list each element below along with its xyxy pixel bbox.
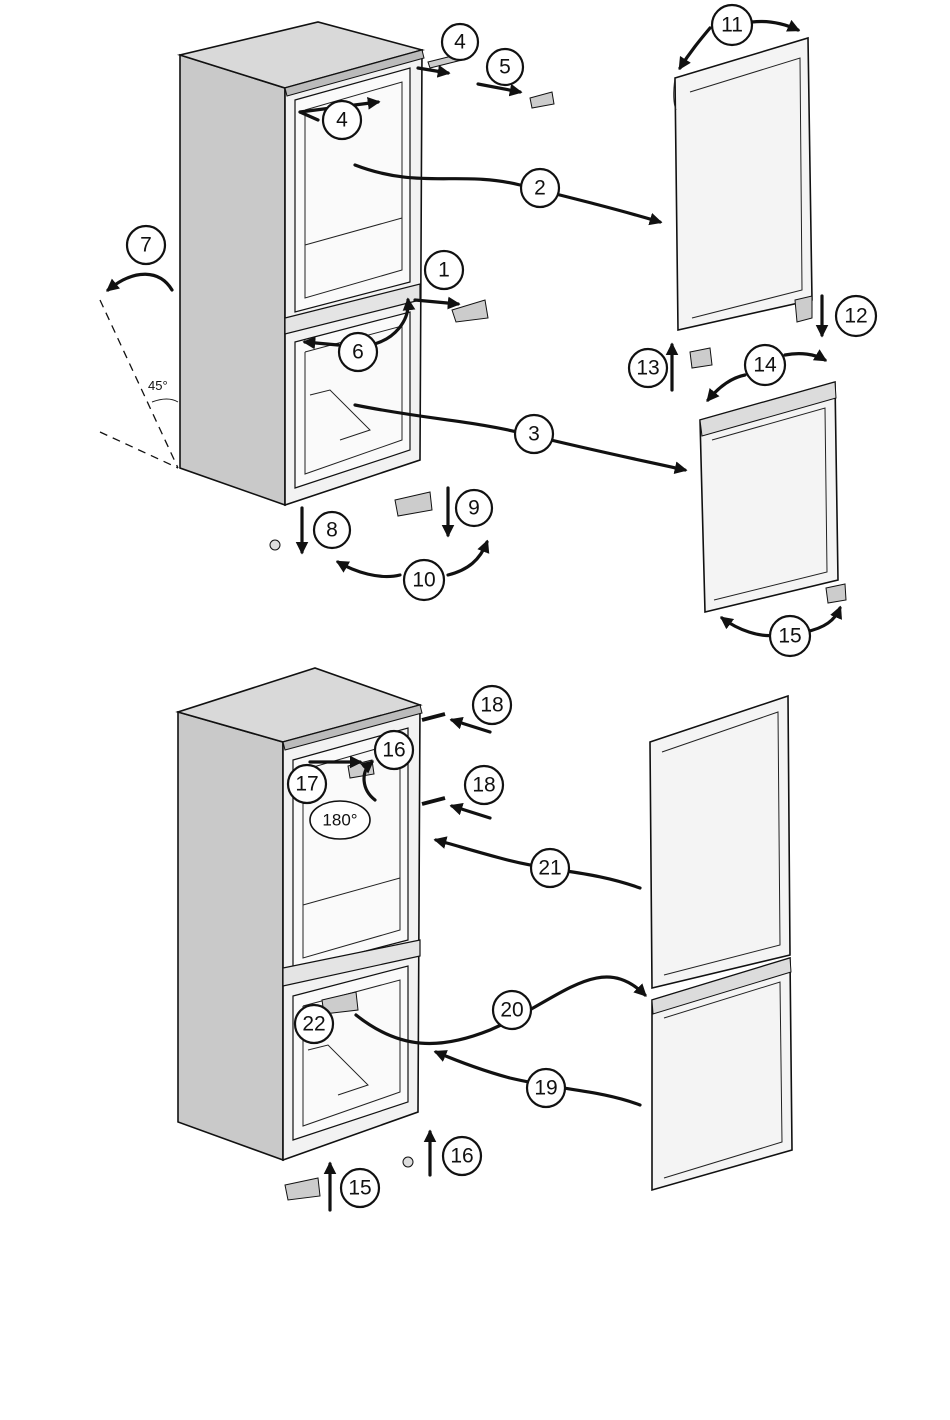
svg-text:1: 1 [438, 259, 450, 282]
callout-19: 19 [527, 1069, 565, 1107]
top-cabinet [180, 22, 424, 505]
svg-text:21: 21 [538, 857, 561, 880]
callout-9: 9 [456, 490, 492, 526]
svg-text:19: 19 [534, 1077, 557, 1100]
svg-text:9: 9 [468, 497, 480, 520]
callout-7: 7 [127, 226, 165, 264]
callout-20: 20 [493, 991, 531, 1029]
callout-12: 12 [836, 296, 876, 336]
svg-text:4: 4 [454, 31, 466, 54]
svg-text:18: 18 [480, 694, 503, 717]
tilt-guide: 45° [100, 300, 178, 468]
callout-16b: 16 [443, 1137, 481, 1175]
callout-3: 3 [515, 415, 553, 453]
svg-text:6: 6 [352, 341, 364, 364]
callout-5: 5 [487, 49, 523, 85]
svg-text:13: 13 [636, 357, 659, 380]
doors-assembled [650, 696, 792, 1190]
callout-2: 2 [521, 169, 559, 207]
svg-text:17: 17 [295, 773, 318, 796]
svg-text:11: 11 [721, 14, 743, 37]
callout-13: 13 [629, 349, 667, 387]
svg-text:22: 22 [302, 1013, 325, 1036]
svg-text:15: 15 [348, 1177, 371, 1200]
callout-1: 1 [425, 251, 463, 289]
svg-text:3: 3 [528, 423, 540, 446]
callout-15-bottom: 15 [341, 1169, 379, 1207]
callout-15-top: 15 [770, 616, 810, 656]
svg-text:8: 8 [326, 519, 338, 542]
callout-4b: 4 [323, 101, 361, 139]
lower-door-top [700, 382, 838, 612]
upper-door-top [674, 38, 812, 330]
svg-text:16: 16 [450, 1145, 473, 1168]
callout-11: 11 [712, 5, 752, 45]
svg-text:14: 14 [753, 354, 777, 377]
callout-6: 6 [339, 333, 377, 371]
svg-text:18: 18 [472, 774, 495, 797]
callout-18b: 18 [465, 766, 503, 804]
svg-text:4: 4 [336, 109, 348, 132]
svg-text:16: 16 [382, 739, 405, 762]
callout-16a: 16 [375, 731, 413, 769]
angle-label: 45° [148, 378, 168, 393]
svg-text:7: 7 [140, 234, 152, 257]
svg-text:10: 10 [412, 569, 435, 592]
callout-21: 21 [531, 849, 569, 887]
callout-4a: 4 [442, 24, 478, 60]
callout-14: 14 [745, 345, 785, 385]
svg-text:2: 2 [534, 177, 546, 200]
callout-22: 22 [295, 1005, 333, 1043]
svg-text:5: 5 [499, 56, 511, 79]
callout-18a: 18 [473, 686, 511, 724]
svg-text:180°: 180° [322, 811, 357, 830]
callout-10: 10 [404, 560, 444, 600]
svg-text:15: 15 [778, 625, 801, 648]
callout-17: 17 [288, 765, 326, 803]
svg-text:20: 20 [500, 999, 523, 1022]
svg-text:12: 12 [844, 305, 867, 328]
callout-8: 8 [314, 512, 350, 548]
rotation-oval: 180° [310, 801, 370, 839]
